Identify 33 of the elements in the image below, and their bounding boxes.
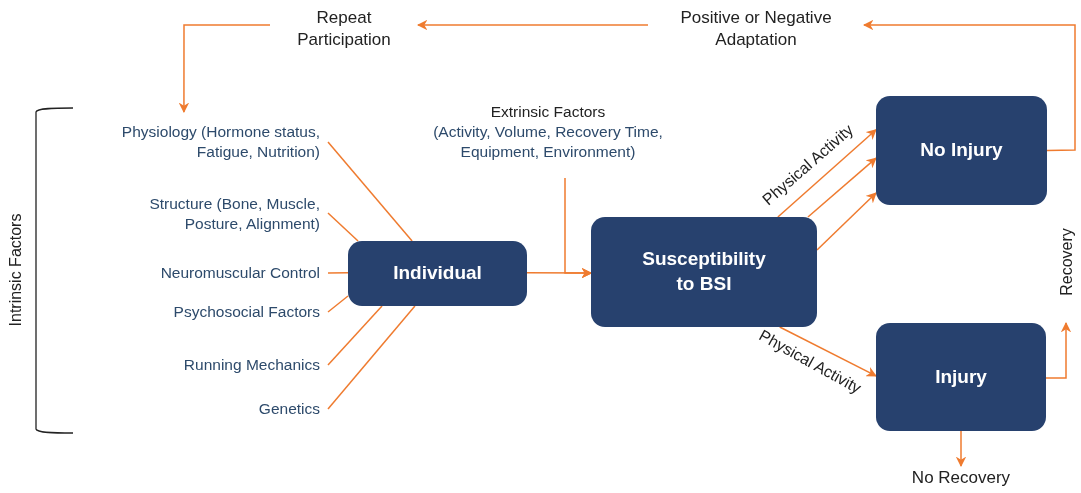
arrow — [178, 24, 271, 114]
connector-line — [327, 212, 359, 242]
factor-text: Neuromuscular Control — [160, 262, 320, 283]
process-box: No Injury — [876, 96, 1047, 205]
arrow — [862, 19, 1076, 152]
bracket-label: Intrinsic Factors — [7, 213, 25, 327]
flow-text: No Recovery — [911, 466, 1011, 489]
arrow — [1045, 321, 1072, 379]
connector-line — [327, 295, 349, 313]
arrow — [778, 326, 877, 377]
factor-text: (Activity, Volume, Recovery Time, Equipment, Environment) — [432, 121, 664, 163]
arrow — [777, 129, 877, 218]
connector-line — [327, 272, 349, 274]
connector-line — [327, 305, 416, 410]
heading-text: Extrinsic Factors — [490, 101, 606, 122]
flow-text: Positive or Negative Adaptation — [679, 6, 833, 51]
factor-text: Psychosocial Factors — [173, 301, 320, 322]
factor-text: Running Mechanics — [183, 354, 320, 375]
connector-line — [327, 141, 413, 242]
factor-text: Physiology (Hormone status, Fatigue, Nutrition) — [120, 121, 320, 162]
arrow — [816, 192, 877, 251]
arrow — [807, 157, 877, 218]
flow-text: Repeat Participation — [296, 6, 392, 51]
arrow — [526, 267, 593, 279]
edge-label: Recovery — [1058, 228, 1076, 296]
connector-line — [327, 305, 383, 366]
process-box: Injury — [876, 323, 1046, 431]
factor-text: Genetics — [258, 398, 320, 419]
arrow — [955, 430, 967, 468]
arrow — [416, 19, 649, 31]
process-box: Individual — [348, 241, 527, 306]
process-box: Susceptibility to BSI — [591, 217, 817, 327]
factor-text: Structure (Bone, Muscle, Posture, Alignment) — [148, 193, 320, 234]
